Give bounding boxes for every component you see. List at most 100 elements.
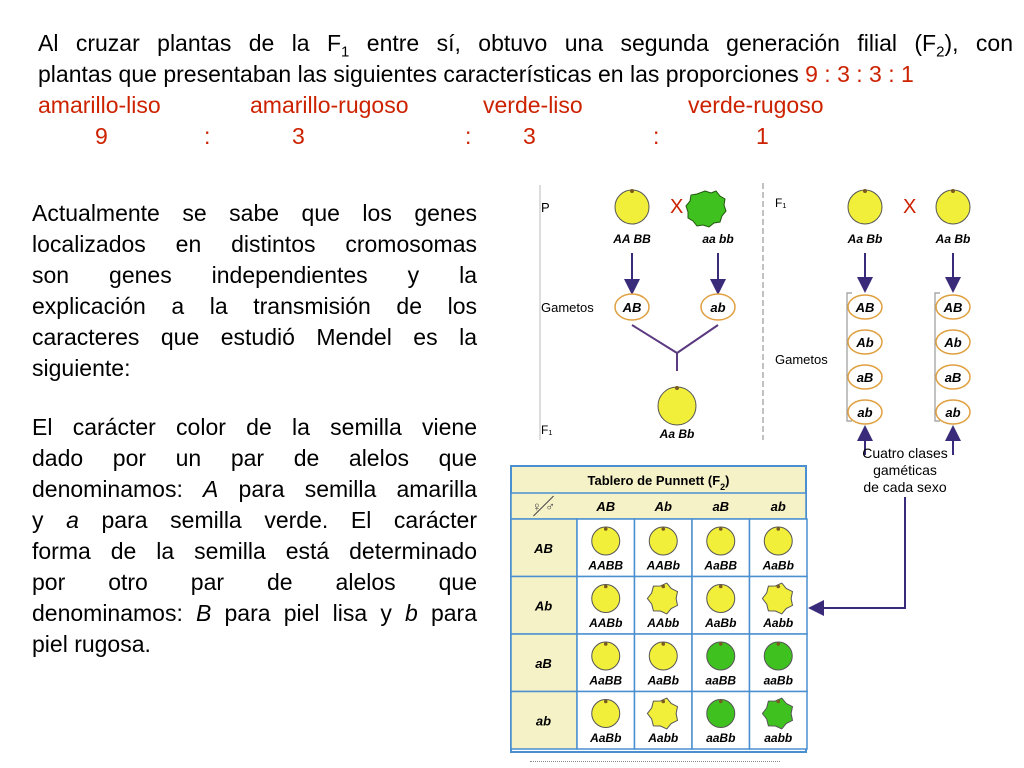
para-line: El carácter color de la semilla viene [32, 414, 477, 440]
yellow-seed-icon [591, 584, 621, 613]
genotype-label: Aa Bb [847, 232, 883, 246]
gamete-label: AB [855, 300, 875, 315]
seed-hilum-icon [718, 642, 723, 646]
seed-hilum-icon [951, 189, 955, 193]
para-line: caracteres que estudió Mendel es la [32, 324, 477, 350]
text: para semilla verde. El carácter [78, 507, 478, 533]
text: para piel lisa y [211, 600, 405, 626]
seed-hilum-icon [718, 584, 723, 589]
gamete-label: aB [857, 370, 874, 385]
seed-hilum-icon [863, 189, 867, 193]
f1-label: F₁ [775, 196, 786, 210]
row-header-cell [510, 575, 578, 635]
row-header: AB [533, 541, 553, 556]
row-header: Ab [534, 598, 552, 613]
allele: A [203, 476, 219, 502]
table-title: Tablero de Punnett (F2) [587, 473, 729, 492]
seed-hilum-icon [661, 584, 666, 589]
seed-hilum-icon [661, 699, 666, 704]
gamete-label: AB [622, 300, 642, 315]
genotype-label: AABB [587, 559, 623, 573]
ratio-separator: : [204, 123, 211, 149]
caption-line: gaméticas [873, 462, 937, 478]
yellow-seed-icon [648, 526, 678, 556]
genotype-label: Aabb [647, 731, 678, 745]
seed-hilum-icon [675, 386, 679, 390]
genotype-label: Aa Bb [935, 232, 971, 246]
bottom-rule [530, 761, 780, 765]
seed-hilum-icon [776, 642, 781, 646]
f1-gametes-left: AB Ab aB ab [847, 294, 883, 425]
gamete-label: Ab [943, 335, 961, 350]
para-line: por otro par de alelos que [32, 569, 477, 595]
text: denominamos: [32, 476, 204, 502]
bracket [934, 292, 940, 422]
green-wrinkled-seed-icon [761, 697, 794, 730]
green-seed-icon [706, 699, 736, 728]
ratio-value: 3 [292, 123, 305, 149]
genotype-label: AaBB [703, 559, 737, 573]
intro-text: entre sí, obtuvo una segunda generación … [349, 30, 937, 56]
seed-hilum-icon [776, 527, 781, 531]
column-header: aB [712, 499, 729, 514]
genotype-label: aaBb [764, 674, 793, 688]
yellow-seed-icon [847, 189, 883, 225]
ratio-value: 3 [523, 123, 536, 149]
phenotype-label: amarillo-liso [38, 92, 161, 118]
p-label: P [541, 200, 550, 215]
seed-hilum-icon [603, 584, 608, 589]
connector-arrow [808, 497, 906, 616]
para-line: explicación a la transmisión de los [32, 293, 477, 319]
yellow-seed-icon [591, 699, 621, 728]
seed-hilum-icon [776, 584, 781, 589]
genotype-label: AaBb [647, 674, 679, 688]
ratio-separator: : [465, 123, 472, 149]
para-line: dado por un par de alelos que [32, 445, 477, 471]
gamete-label: Ab [855, 335, 873, 350]
genotype-label: AaBB [588, 674, 622, 688]
genotype-label: Aabb [762, 616, 793, 630]
seed-hilum-icon [661, 527, 666, 531]
fusion-lines [631, 324, 719, 371]
gametos-label: Gametos [541, 300, 594, 315]
phenotype-label: verde-rugoso [688, 92, 824, 118]
ratio-value: 1 [756, 123, 769, 149]
allele: a [66, 507, 79, 533]
para-line: denominamos: B para piel lisa y b para [32, 598, 477, 629]
seed-hilum-icon [603, 527, 608, 531]
cross-diagram: P F₁ X AA BB aa bb Gametos AB ab Aa Bb F… [539, 183, 971, 455]
bracket [846, 292, 852, 422]
green-wrinkled-seed-icon [685, 190, 727, 228]
paragraph-alleles: El carácter color de la semilla viene da… [32, 412, 477, 660]
title-text: Tablero de Punnett (F [587, 473, 720, 488]
genotype-label: aaBB [705, 674, 736, 688]
gamete-label: aB [945, 370, 962, 385]
title-subscript: 2 [720, 482, 725, 492]
intro-line-1: Al cruzar plantas de la F1 entre sí, obt… [38, 28, 1013, 68]
ratio-text: 9 : 3 : 3 : 1 [805, 61, 914, 87]
text: para semilla amarilla [218, 476, 477, 502]
gamete-label: ab [945, 405, 960, 420]
seed-hilum-icon [718, 527, 723, 531]
row-header: ab [536, 713, 551, 728]
title-text: ) [725, 473, 729, 488]
para-line: Actualmente se sabe que los genes [32, 200, 477, 226]
paragraph-genes: Actualmente se sabe que los genes locali… [32, 198, 477, 384]
yellow-wrinkled-seed-icon [646, 582, 679, 615]
f1-gametes-right: AB Ab aB ab [935, 294, 971, 425]
genotype-label: AaBb [589, 731, 621, 745]
para-line: son genes independientes y la [32, 262, 477, 288]
corner-diagonal [533, 495, 554, 517]
yellow-seed-icon [614, 189, 650, 225]
gamete-circle [614, 293, 650, 321]
text: y [32, 507, 67, 533]
genotype-label: AAbb [646, 616, 679, 630]
genotype-label: AABb [588, 616, 622, 630]
punnett-square: Tablero de Punnett (F2)♀ ♂ABAbaBabABAABB… [510, 465, 808, 753]
genotype-label: AABb [646, 559, 680, 573]
yellow-wrinkled-seed-icon [646, 697, 679, 730]
genotype-label: aaBb [706, 731, 735, 745]
seed-hilum-icon [630, 189, 634, 193]
yellow-seed-icon [591, 526, 621, 556]
seed-hilum-icon [603, 699, 608, 704]
